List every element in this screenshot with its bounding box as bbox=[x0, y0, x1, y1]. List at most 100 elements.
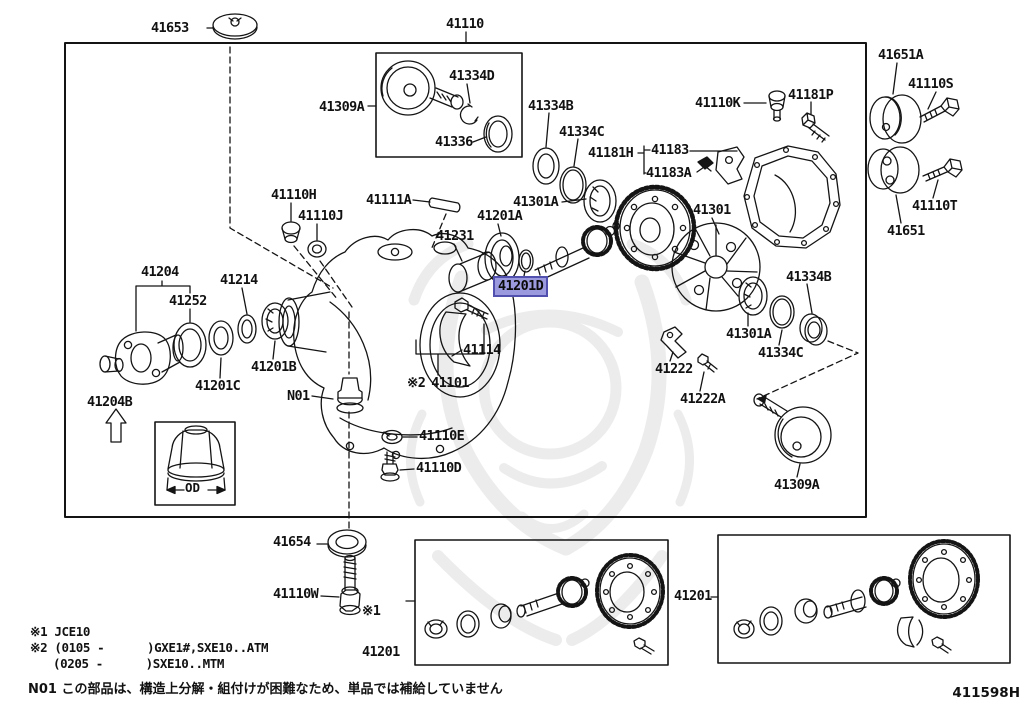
seal-41334b-bottom-drawing bbox=[799, 313, 828, 346]
part-label-41201-kit-left[interactable]: ※1 41201 bbox=[362, 578, 400, 686]
figure-number: 411598H bbox=[952, 685, 1020, 701]
ring-41110j-drawing bbox=[307, 240, 327, 258]
part-label-41301a-top[interactable]: 41301A bbox=[513, 194, 559, 210]
part-label-41204b[interactable]: 41204B bbox=[87, 394, 133, 410]
cushion-41651-drawing bbox=[867, 146, 920, 194]
part-label-41110d[interactable]: 41110D bbox=[416, 460, 462, 476]
part-label-41181h[interactable]: 41181H bbox=[588, 145, 634, 161]
part-label-41309a-bottom[interactable]: 41309A bbox=[774, 477, 820, 493]
od-dimension-label: OD bbox=[185, 480, 201, 495]
part-label-41114[interactable]: 41114 bbox=[463, 342, 501, 358]
snap-ring-drawing bbox=[459, 103, 479, 125]
bearing-41201b-drawing bbox=[261, 302, 289, 340]
bracket-41183-drawing bbox=[715, 146, 745, 185]
stud-41110w-drawing bbox=[339, 554, 361, 616]
part-label-41336[interactable]: 41336 bbox=[435, 134, 473, 150]
sensor-41222-drawing bbox=[660, 326, 687, 359]
watermark bbox=[406, 238, 694, 646]
part-label-41110[interactable]: 41110 bbox=[446, 16, 484, 32]
leader-lines bbox=[135, 27, 939, 602]
part-label-41204[interactable]: 41204 bbox=[141, 264, 179, 280]
part-label-41111a[interactable]: 41111A bbox=[366, 192, 412, 208]
plug-41110k-drawing bbox=[768, 90, 786, 122]
part-label-41334c-top[interactable]: 41334C bbox=[559, 124, 605, 140]
bolt-41110t-drawing bbox=[922, 158, 963, 182]
ring-41334c-bottom-drawing bbox=[769, 295, 795, 329]
part-label-41653[interactable]: 41653 bbox=[151, 20, 189, 36]
part-label-41651[interactable]: 41651 bbox=[887, 223, 925, 239]
part-label-41201d-highlighted[interactable]: 41201D bbox=[493, 276, 549, 297]
part-label-41101[interactable]: ※2 41101 bbox=[407, 376, 469, 390]
part-label-41334d[interactable]: 41334D bbox=[449, 68, 495, 84]
companion-flange-drawing bbox=[114, 331, 184, 385]
star1-prefix: ※1 bbox=[362, 603, 381, 619]
bearing-cap-41114-drawing bbox=[439, 297, 489, 367]
slinger-41201c-drawing bbox=[208, 320, 234, 356]
part-label-41110t[interactable]: 41110T bbox=[912, 198, 958, 214]
gear-kit-right-drawing bbox=[733, 539, 980, 654]
part-label-41201c[interactable]: 41201C bbox=[195, 378, 241, 394]
cv-joint-inset-frame bbox=[375, 52, 523, 158]
bolt-41110d-drawing bbox=[380, 451, 400, 482]
arrow-41204b bbox=[105, 408, 127, 443]
deflector-41252-drawing bbox=[173, 322, 207, 368]
bolt-41110s-drawing bbox=[919, 97, 960, 123]
diff-case-drawing bbox=[671, 222, 761, 312]
part-label-41201a[interactable]: 41201A bbox=[477, 208, 523, 224]
part-label-41231[interactable]: 41231 bbox=[436, 228, 474, 244]
rear-cover-drawing bbox=[743, 145, 841, 249]
ball-stud-n01-drawing bbox=[336, 377, 364, 414]
part-label-41301a-bottom[interactable]: 41301A bbox=[726, 326, 772, 342]
part-label-41110k[interactable]: 41110K bbox=[695, 95, 741, 111]
part-label-41183[interactable]: 41183 bbox=[651, 142, 689, 158]
part-label-41110h[interactable]: 41110H bbox=[271, 187, 317, 203]
part-label-41309a[interactable]: 41309A bbox=[319, 99, 365, 115]
gear-kit-left-drawing bbox=[424, 553, 665, 655]
cushion-41651a-drawing bbox=[869, 94, 922, 144]
part-label-41110s[interactable]: 41110S bbox=[908, 76, 954, 92]
part-label-41201-kit-right[interactable]: 41201 bbox=[674, 588, 712, 604]
od-nut-drawing bbox=[166, 425, 226, 495]
part-number-41201: 41201 bbox=[362, 643, 400, 660]
output-shaft-41309a-drawing bbox=[753, 393, 832, 464]
part-label-41654[interactable]: 41654 bbox=[273, 534, 311, 550]
part-label-41252[interactable]: 41252 bbox=[169, 293, 207, 309]
footnote-star2-line2: (0205 - )SXE10..MTM bbox=[53, 656, 225, 671]
spacer-41231-drawing bbox=[448, 251, 497, 293]
part-label-41334b-bottom[interactable]: 41334B bbox=[786, 269, 832, 285]
part-label-41110e[interactable]: 41110E bbox=[419, 428, 465, 444]
bearing-41301a-bottom-drawing bbox=[738, 276, 768, 316]
washer-41110e-drawing bbox=[381, 429, 403, 445]
footnote-star1: ※1 JCE10 bbox=[30, 624, 90, 639]
part-label-41201b[interactable]: 41201B bbox=[251, 359, 297, 375]
footnote-n01: N01 この部品は、構造上分解・組付けが困難なため、単品では補給していません bbox=[28, 682, 503, 697]
gear-kit-frame-right bbox=[717, 534, 1011, 664]
part-label-41222a[interactable]: 41222A bbox=[680, 391, 726, 407]
cv-joint-drawing bbox=[380, 60, 464, 116]
alignment-dashes bbox=[229, 46, 859, 529]
part-number-41101: 41101 bbox=[431, 375, 469, 391]
footnote-star2-line1: ※2 (0105 - )GXE1#,SXE10..ATM bbox=[30, 640, 269, 655]
clamp-41183a-drawing bbox=[697, 156, 714, 172]
star2-prefix: ※2 bbox=[407, 375, 426, 391]
part-label-41334c-bottom[interactable]: 41334C bbox=[758, 345, 804, 361]
part-label-41214[interactable]: 41214 bbox=[220, 272, 258, 288]
part-label-n01[interactable]: N01 bbox=[287, 388, 310, 404]
seal-41334b-top-drawing bbox=[532, 147, 560, 185]
part-label-41334b-top[interactable]: 41334B bbox=[528, 98, 574, 114]
bolt-41222a-drawing bbox=[697, 353, 718, 373]
part-label-41181p[interactable]: 41181P bbox=[788, 87, 834, 103]
breather-plug-drawing bbox=[212, 13, 258, 40]
part-label-41110w[interactable]: 41110W bbox=[273, 586, 319, 602]
ring-41201d-drawing bbox=[518, 249, 534, 273]
carrier-housing-drawing bbox=[278, 229, 517, 460]
part-label-41222[interactable]: 41222 bbox=[655, 361, 693, 377]
part-label-41651a[interactable]: 41651A bbox=[878, 47, 924, 63]
part-label-41183a[interactable]: 41183A bbox=[646, 165, 692, 181]
part-label-41110j[interactable]: 41110J bbox=[298, 208, 344, 224]
part-label-41301[interactable]: 41301 bbox=[693, 202, 731, 218]
plug-41204b-drawing bbox=[99, 355, 124, 373]
cap-41110h-drawing bbox=[281, 221, 301, 244]
